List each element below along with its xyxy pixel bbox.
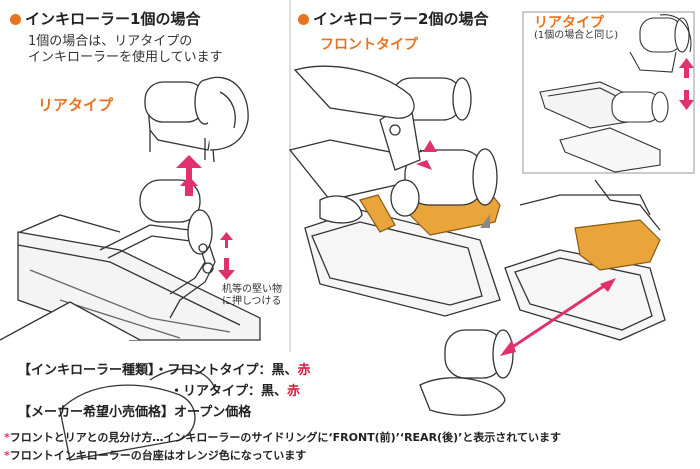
press-note: 机等の堅い物 に押しつける bbox=[222, 284, 282, 308]
remove-arrow-head-b bbox=[600, 278, 616, 292]
spec-front-item: ・フロントタイプ：黒、 bbox=[154, 363, 298, 378]
remove-arrow-head-a bbox=[500, 340, 516, 356]
right-small-arrows bbox=[416, 140, 437, 170]
press-note-line1: 机等の堅い物 bbox=[222, 284, 282, 295]
bullet-dot-icon bbox=[298, 14, 309, 25]
note1-star: * bbox=[4, 431, 10, 444]
note2-text: フロントインキローラーの台座はオレンジ色になっています bbox=[9, 449, 307, 462]
right-rear-type-label: リアタイプ bbox=[534, 15, 604, 31]
left-rear-type-label: リアタイプ bbox=[38, 96, 114, 114]
right-bottom-roller-illustration bbox=[419, 329, 514, 416]
spec-price-value: オープン価格 bbox=[174, 405, 252, 420]
spec-kind-label: 【インキローラー種類】 bbox=[18, 363, 155, 378]
spec-kind-row: 【インキローラー種類】・フロントタイプ：黒、赤 bbox=[18, 362, 311, 380]
left-title-text: インキローラー1個の場合 bbox=[25, 10, 201, 28]
left-stamp-body-illustration bbox=[0, 214, 261, 341]
right-title-text: インキローラー2個の場合 bbox=[313, 10, 489, 28]
inset-stamp-illustration bbox=[539, 14, 692, 173]
spec-front-red: 赤 bbox=[297, 363, 311, 378]
press-note-line2: に押しつける bbox=[222, 296, 282, 307]
remove-arrow-line bbox=[504, 280, 611, 354]
right-hand-illustration bbox=[293, 65, 415, 224]
spec-price-label: 【メーカー希望小売価格】 bbox=[18, 405, 175, 420]
direction-triangle bbox=[480, 214, 490, 228]
left-description: 1個の場合は、リアタイプの インキローラーを使用しています bbox=[28, 34, 223, 66]
spec-rear-row: ・リアタイプ：黒、赤 bbox=[170, 383, 300, 401]
spec-price-row: 【メーカー希望小売価格】オープン価格 bbox=[18, 404, 251, 422]
left-section-title: インキローラー1個の場合 bbox=[10, 8, 200, 29]
inset-arrows bbox=[679, 58, 694, 110]
right-bottom-base-illustration bbox=[574, 219, 661, 271]
left-desc-line1: 1個の場合は、リアタイプの bbox=[28, 34, 193, 49]
right-section-title: インキローラー2個の場合 bbox=[298, 8, 488, 29]
left-arrows bbox=[176, 155, 235, 280]
right-bottom-stamp-illustration bbox=[504, 179, 666, 341]
left-hand-illustration bbox=[59, 368, 216, 461]
note2-star: * bbox=[4, 449, 10, 462]
right-rear-note: (1個の場合と同じ) bbox=[534, 30, 619, 41]
right-front-type-label: フロントタイプ bbox=[320, 37, 418, 53]
note-line-1: *フロントとリアとの見分け方…インキローラーのサイドリングに‘FRONT(前)’… bbox=[4, 430, 561, 446]
note-line-2: *フロントインキローラーの台座はオレンジ色になっています bbox=[4, 448, 306, 464]
spec-rear-item: ・リアタイプ：黒、 bbox=[170, 384, 288, 399]
bullet-dot-icon bbox=[10, 14, 21, 25]
left-desc-line2: インキローラーを使用しています bbox=[28, 50, 223, 65]
spec-rear-red: 赤 bbox=[287, 384, 301, 399]
left-rear-roller-illustration bbox=[144, 76, 249, 163]
note1-text: フロントとリアとの見分け方…インキローラーのサイドリングに‘FRONT(前)’‘… bbox=[9, 431, 561, 444]
